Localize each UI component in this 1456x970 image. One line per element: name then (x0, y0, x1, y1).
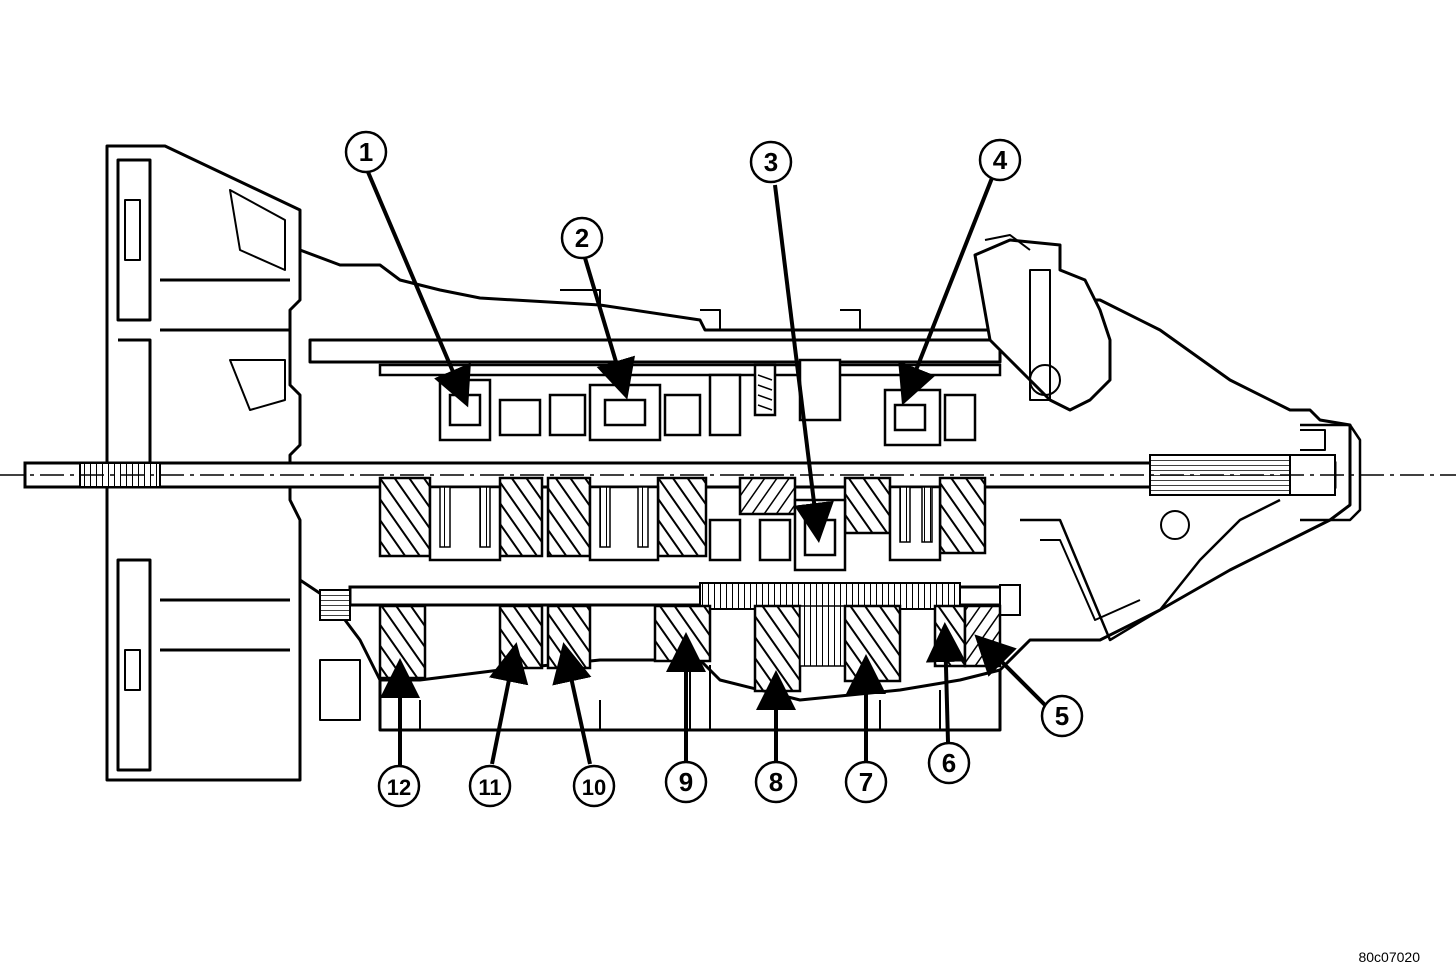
svg-text:8: 8 (769, 767, 783, 797)
leader-3 (773, 184, 834, 543)
callout-4: 4 (978, 138, 1022, 182)
callout-6: 6 (927, 741, 971, 785)
leader-2 (583, 257, 636, 400)
leader-1 (366, 171, 471, 408)
shift-rail-and-forks (378, 358, 1002, 447)
callout-3: 3 (749, 140, 793, 184)
callout-1: 1 (344, 130, 388, 174)
mainshaft-gears (378, 476, 987, 572)
svg-text:11: 11 (478, 775, 501, 800)
countershaft (319, 582, 1021, 621)
leader-11 (489, 642, 529, 765)
svg-text:5: 5 (1055, 701, 1069, 731)
callout-leaders (366, 171, 1047, 765)
callout-2: 2 (560, 216, 604, 260)
leader-10 (552, 642, 592, 765)
leader-6 (925, 622, 966, 743)
callout-bubbles: 1 2 3 4 5 6 7 8 (344, 130, 1084, 808)
svg-text:10: 10 (582, 775, 606, 800)
figure-code: 80c07020 (1358, 949, 1420, 965)
svg-text:2: 2 (575, 223, 589, 253)
callout-10: 10 (572, 764, 616, 808)
svg-text:1: 1 (359, 137, 373, 167)
svg-text:7: 7 (859, 767, 873, 797)
callout-5: 5 (1040, 694, 1084, 738)
transmission-housing (105, 144, 1362, 782)
leader-5 (974, 634, 1047, 707)
callout-8: 8 (754, 760, 798, 804)
callout-11: 11 (468, 764, 512, 808)
svg-text:9: 9 (679, 767, 693, 797)
callout-7: 7 (844, 760, 888, 804)
callout-9: 9 (664, 760, 708, 804)
svg-text:6: 6 (942, 748, 956, 778)
svg-text:4: 4 (993, 145, 1008, 175)
callout-12: 12 (377, 764, 421, 808)
svg-text:12: 12 (387, 775, 411, 800)
leader-4 (898, 177, 994, 406)
svg-text:3: 3 (764, 147, 778, 177)
